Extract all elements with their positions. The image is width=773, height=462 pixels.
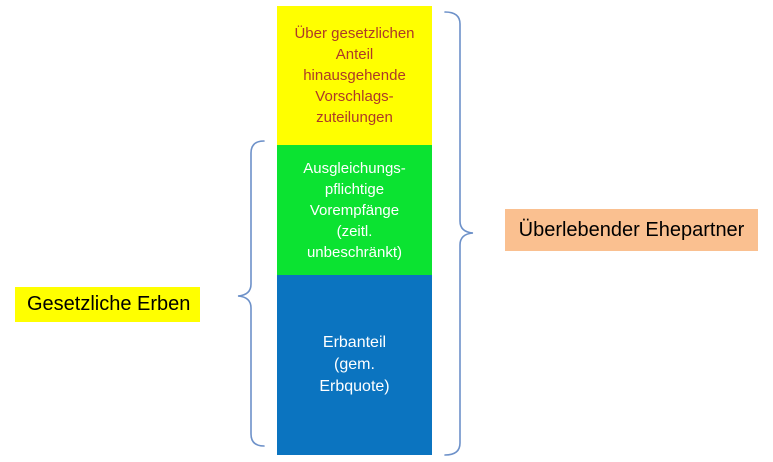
stacked-blocks: Über gesetzlichen Anteil hinausgehende V… (277, 6, 432, 455)
segment-vorschlagszuteilungen: Über gesetzlichen Anteil hinausgehende V… (277, 6, 432, 145)
segment-erbanteil: Erbanteil (gem. Erbquote) (277, 275, 432, 455)
left-curly-brace (237, 140, 265, 447)
label-ueberlebender-ehepartner: Überlebender Ehepartner (505, 209, 758, 251)
right-curly-brace (444, 11, 474, 456)
segment-vorempfaenge: Ausgleichungs- pflichtige Vorempfänge (z… (277, 145, 432, 275)
label-gesetzliche-erben: Gesetzliche Erben (15, 287, 200, 322)
